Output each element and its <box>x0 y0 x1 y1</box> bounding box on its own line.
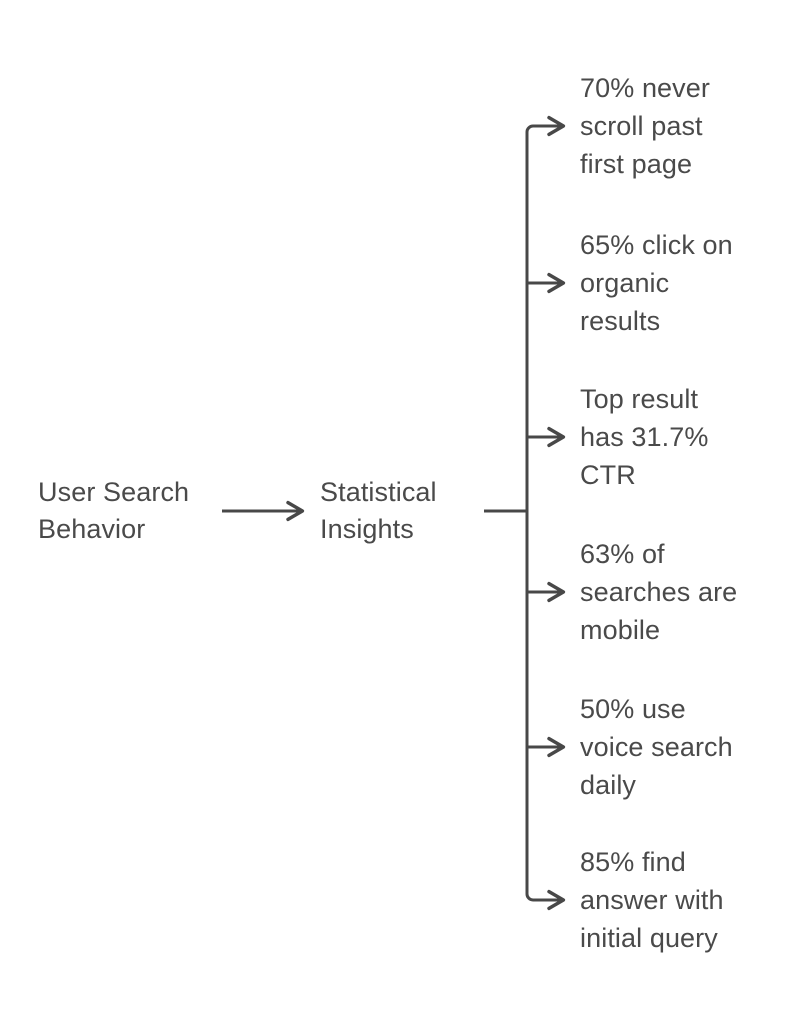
source-node-label: User Search Behavior <box>38 477 190 544</box>
hub-node-label: Statistical Insights <box>320 477 437 544</box>
branch-label-4: 63% of searches are mobile <box>580 539 738 645</box>
branch-label-1: 70% never scroll past first page <box>580 73 710 179</box>
branch-label-6: 85% find answer with initial query <box>580 847 724 953</box>
branch-label-2: 65% click on organic results <box>580 230 733 336</box>
branch-label-3: Top result has 31.7% CTR <box>580 384 709 490</box>
branch-label-5: 50% use voice search daily <box>580 694 733 800</box>
vertical-spine <box>525 124 543 902</box>
